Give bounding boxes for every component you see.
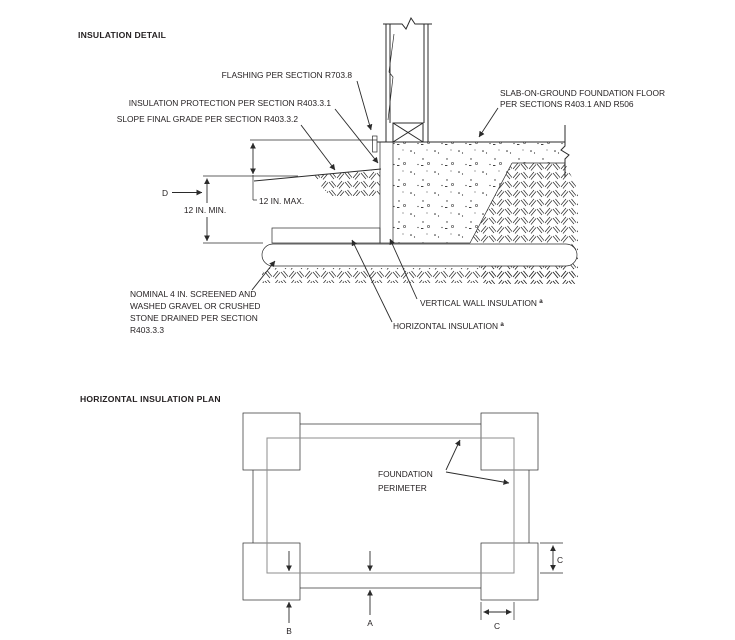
dim-12-in-max: 12 IN. MAX.	[203, 139, 377, 206]
footnote-marker-a: a	[500, 321, 504, 328]
horizontal-insulation-leader	[351, 239, 393, 323]
dim-12-max-label: 12 IN. MAX.	[259, 196, 304, 206]
perimeter-leader-right	[445, 471, 510, 485]
corner-patch-top-right	[480, 412, 539, 471]
concrete-slab-footing	[393, 142, 565, 244]
insulation-protection-label: INSULATION PROTECTION PER SECTION R403.3…	[129, 98, 332, 108]
svg-text:VERTICAL WALL INSULATION: VERTICAL WALL INSULATION a	[420, 298, 543, 308]
dim-12-min-label: 12 IN. MIN.	[184, 205, 226, 215]
insulation-detail-title: INSULATION DETAIL	[78, 30, 166, 40]
wall-top-break	[383, 16, 432, 30]
corner-patch-bottom-left	[242, 542, 301, 601]
dim-c-label: C	[557, 555, 563, 565]
dim-a-label: A	[367, 618, 373, 628]
dim-b-callout: B	[286, 601, 292, 636]
flashing-leader	[356, 80, 373, 131]
corner-patch-bottom-right	[480, 542, 539, 601]
slab-leader	[478, 107, 499, 138]
slab-label-line1: SLAB-ON-GROUND FOUNDATION FLOOR	[500, 88, 665, 98]
slope-grade-leader	[300, 124, 336, 171]
gravel-note-line2: WASHED GRAVEL OR CRUSHED	[130, 301, 260, 311]
gravel-layer	[261, 243, 578, 267]
dim-a-callout: A	[367, 589, 373, 628]
gravel-note-line4: R403.3.3	[130, 325, 164, 335]
wall-break-zigzag	[387, 33, 395, 121]
sill-plate	[392, 122, 424, 143]
corner-patch-bg	[481, 413, 538, 470]
dim-12-in-min: 12 IN. MIN.	[184, 178, 263, 244]
corner-patch-top-left	[242, 412, 301, 471]
foundation-perimeter-rect	[266, 437, 515, 574]
vertical-insulation-text: VERTICAL WALL INSULATION	[420, 298, 537, 308]
flashing-label: FLASHING PER SECTION R703.8	[222, 70, 353, 80]
wall-framing	[372, 16, 432, 153]
slab-label-line2: PER SECTIONS R403.1 AND R506	[500, 99, 634, 109]
horizontal-insulation-strip	[271, 227, 381, 244]
horizontal-insulation-label: HORIZONTAL INSULATION a	[351, 239, 504, 331]
corner-patch-bg	[481, 543, 538, 600]
grade-hatch-at-wall	[312, 169, 380, 196]
vertical-insulation-strip	[379, 141, 394, 244]
interior-width-arrows	[286, 551, 373, 572]
insulation-band-top	[266, 423, 515, 439]
corner-insulation-patches	[242, 412, 539, 601]
footnote-marker-a: a	[539, 298, 543, 305]
dim-d-callout: D	[162, 188, 203, 198]
vertical-insulation-label: VERTICAL WALL INSULATION a	[389, 238, 543, 308]
dim-c-vertical: C	[540, 542, 563, 574]
horizontal-insulation-plan-section: HORIZONTAL INSULATION PLAN FOUNDATION PE…	[80, 394, 563, 636]
foundation-perimeter-label: FOUNDATION PERIMETER	[378, 439, 510, 493]
earth-hatch-below-gravel	[262, 268, 575, 283]
svg-text:HORIZONTAL INSULATION: HORIZONTAL INSULATION a	[393, 321, 504, 331]
horizontal-insulation-text: HORIZONTAL INSULATION	[393, 321, 498, 331]
slab-break-line	[560, 125, 570, 177]
dim-c-label: C	[494, 621, 500, 631]
vertical-insulation-leader	[389, 238, 418, 300]
gravel-note: NOMINAL 4 IN. SCREENED AND WASHED GRAVEL…	[130, 260, 276, 335]
insulation-protection-leader	[334, 108, 379, 164]
corner-patch-bg	[243, 543, 300, 600]
slope-grade-label: SLOPE FINAL GRADE PER SECTION R403.3.2	[117, 114, 299, 124]
dim-b-label: B	[286, 626, 292, 636]
insulation-detail-section: INSULATION DETAIL	[78, 16, 665, 335]
gravel-note-line3: STONE DRAINED PER SECTION	[130, 313, 258, 323]
foundation-perimeter-line1: FOUNDATION	[378, 469, 433, 479]
corner-patch-bg	[243, 413, 300, 470]
gravel-leader	[251, 260, 276, 291]
final-grade-line	[253, 168, 382, 182]
flashing	[372, 135, 378, 153]
gravel-note-line1: NOMINAL 4 IN. SCREENED AND	[130, 289, 256, 299]
perimeter-leader-top	[445, 439, 461, 471]
dim-d-label: D	[162, 188, 168, 198]
dim-c-horizontal: C	[480, 602, 515, 631]
slab-label: SLAB-ON-GROUND FOUNDATION FLOOR PER SECT…	[478, 88, 665, 138]
insulation-band-bottom	[266, 572, 515, 589]
horizontal-insulation-plan-title: HORIZONTAL INSULATION PLAN	[80, 394, 221, 404]
foundation-perimeter-line2: PERIMETER	[378, 483, 427, 493]
